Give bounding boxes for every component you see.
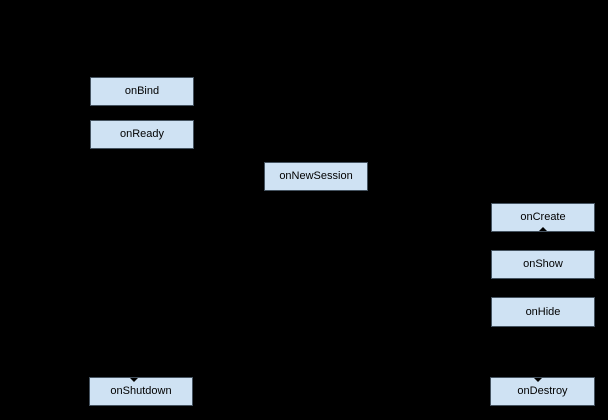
node-onhide: onHide: [491, 297, 595, 327]
node-onshow: onShow: [491, 250, 595, 279]
node-onbind: onBind: [90, 77, 194, 106]
node-onnewsession: onNewSession: [264, 162, 368, 191]
arrowhead-icon: [534, 378, 542, 382]
arrowhead-icon: [130, 378, 138, 382]
arrowhead-icon: [539, 227, 547, 231]
node-onready: onReady: [90, 120, 194, 149]
node-ondestroy: onDestroy: [490, 377, 595, 406]
node-onshutdown: onShutdown: [89, 377, 193, 406]
